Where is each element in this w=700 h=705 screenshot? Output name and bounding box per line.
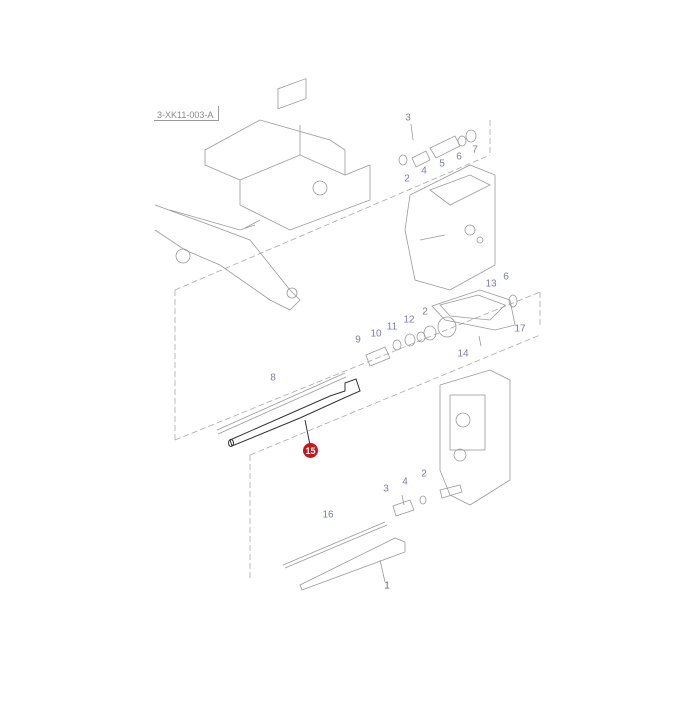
reference-code-box [154, 106, 219, 121]
part-label: 2 [421, 468, 427, 480]
part-label: 3 [405, 112, 411, 124]
reference-code: 3-XK11-003-A [157, 110, 214, 120]
part-label: 6 [503, 271, 509, 283]
gearbox-upper [404, 164, 496, 291]
part-label: 17 [514, 323, 526, 335]
part-label: 7 [472, 144, 478, 156]
lower-parts [282, 494, 427, 591]
part-label: 2 [422, 306, 428, 318]
gearbox-lower [439, 369, 511, 506]
middle-parts [365, 289, 518, 367]
part-label: 1 [384, 580, 390, 592]
part-label: 9 [355, 334, 361, 346]
part-label: 2 [404, 173, 410, 185]
part-label: 14 [457, 348, 469, 360]
part-label: 11 [386, 321, 398, 333]
part-label: 10 [370, 328, 382, 340]
part-label: 3 [383, 483, 389, 495]
part-label: 5 [439, 158, 445, 170]
shaft-15 [228, 378, 361, 447]
upper-parts [398, 123, 477, 168]
part-label: 6 [456, 151, 462, 163]
part-label: 16 [322, 509, 334, 521]
shaft-8 [216, 372, 347, 435]
part-label: 13 [485, 278, 497, 290]
part-label: 4 [402, 476, 408, 488]
part-label: 12 [403, 314, 415, 326]
part-label: 4 [421, 165, 427, 177]
part-label: 8 [270, 372, 276, 384]
frame-housing [204, 78, 371, 231]
highlighted-part-badge: 15 [303, 443, 318, 458]
front-axle [154, 204, 301, 311]
